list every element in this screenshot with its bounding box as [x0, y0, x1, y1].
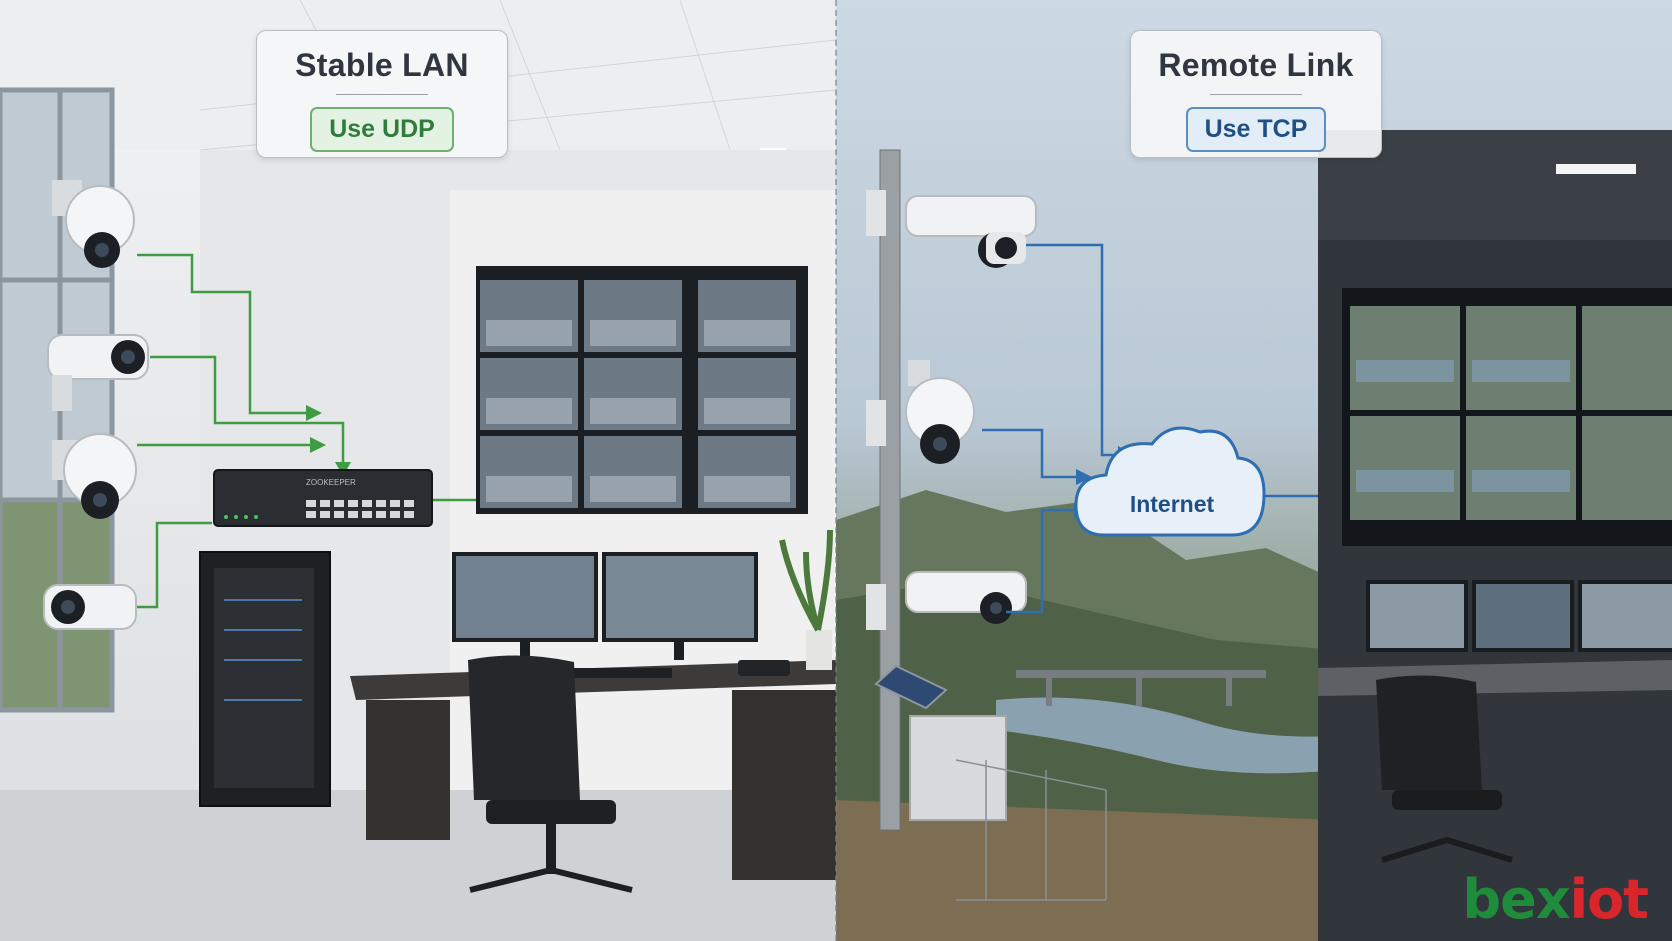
- udp-badge: Use UDP: [310, 107, 454, 152]
- lan-label-card: Stable LAN Use UDP: [256, 30, 508, 158]
- logo-text-2: iot: [1569, 868, 1649, 931]
- network-switch-icon: ZOOKEEPER: [213, 469, 433, 527]
- river: [996, 697, 1336, 774]
- remote-connection-lines: [982, 243, 1328, 614]
- internet-label: Internet: [1130, 491, 1215, 517]
- video-wall-icon: [476, 266, 808, 514]
- logo-text-1: bex: [1462, 868, 1570, 931]
- camera-icon: [905, 571, 1027, 624]
- camera-icon: [52, 433, 137, 519]
- lan-title-divider: [336, 94, 428, 95]
- switch-brand: ZOOKEEPER: [306, 478, 356, 487]
- hillside-ground: [836, 800, 1336, 941]
- office-chair-icon: [468, 655, 633, 893]
- video-wall-icon: [1342, 288, 1672, 546]
- office-chair-icon: [1376, 675, 1513, 863]
- tcp-badge: Use TCP: [1185, 107, 1327, 152]
- solar-panel-icon: [874, 664, 948, 710]
- remote-scene: Internet: [836, 0, 1672, 941]
- lan-scene-illustration: ZOOKEEPER: [0, 0, 836, 941]
- remote-scene-illustration: Internet: [836, 130, 1672, 941]
- control-room: [1318, 130, 1672, 941]
- desk: [350, 660, 836, 880]
- remote-title-divider: [1210, 94, 1302, 95]
- monitor-icon: [1366, 580, 1672, 652]
- monitor-icon: [452, 552, 598, 660]
- lan-title: Stable LAN: [295, 47, 469, 83]
- camera-icon: [905, 360, 975, 464]
- plant: [779, 529, 833, 670]
- panel-divider: [835, 0, 839, 941]
- joystick-controller: [738, 660, 790, 676]
- pole-junction-box: [866, 190, 886, 236]
- keyboard: [566, 668, 672, 678]
- ceiling-light: [1556, 164, 1636, 174]
- bridge: [1016, 670, 1266, 678]
- server-rack-icon: [199, 551, 331, 807]
- fence: [955, 759, 1107, 901]
- camera-icon: [47, 334, 149, 411]
- cloud-icon: Internet: [1074, 426, 1266, 537]
- equipment-cabinet: [909, 715, 1007, 821]
- monitor-icon: [602, 552, 758, 660]
- camera-pole: [879, 149, 901, 831]
- lan-connection-lines: [137, 253, 492, 609]
- remote-title: Remote Link: [1158, 47, 1354, 83]
- camera-icon: [905, 195, 1037, 268]
- lan-scene: ZOOKEEPER: [0, 0, 836, 941]
- bexiot-logo: bexiot: [1462, 868, 1649, 931]
- remote-label-card: Remote Link Use TCP: [1130, 30, 1382, 158]
- pole-junction-box: [866, 584, 886, 630]
- camera-icon: [52, 180, 135, 268]
- pole-junction-box: [866, 400, 886, 446]
- camera-icon: [43, 584, 137, 630]
